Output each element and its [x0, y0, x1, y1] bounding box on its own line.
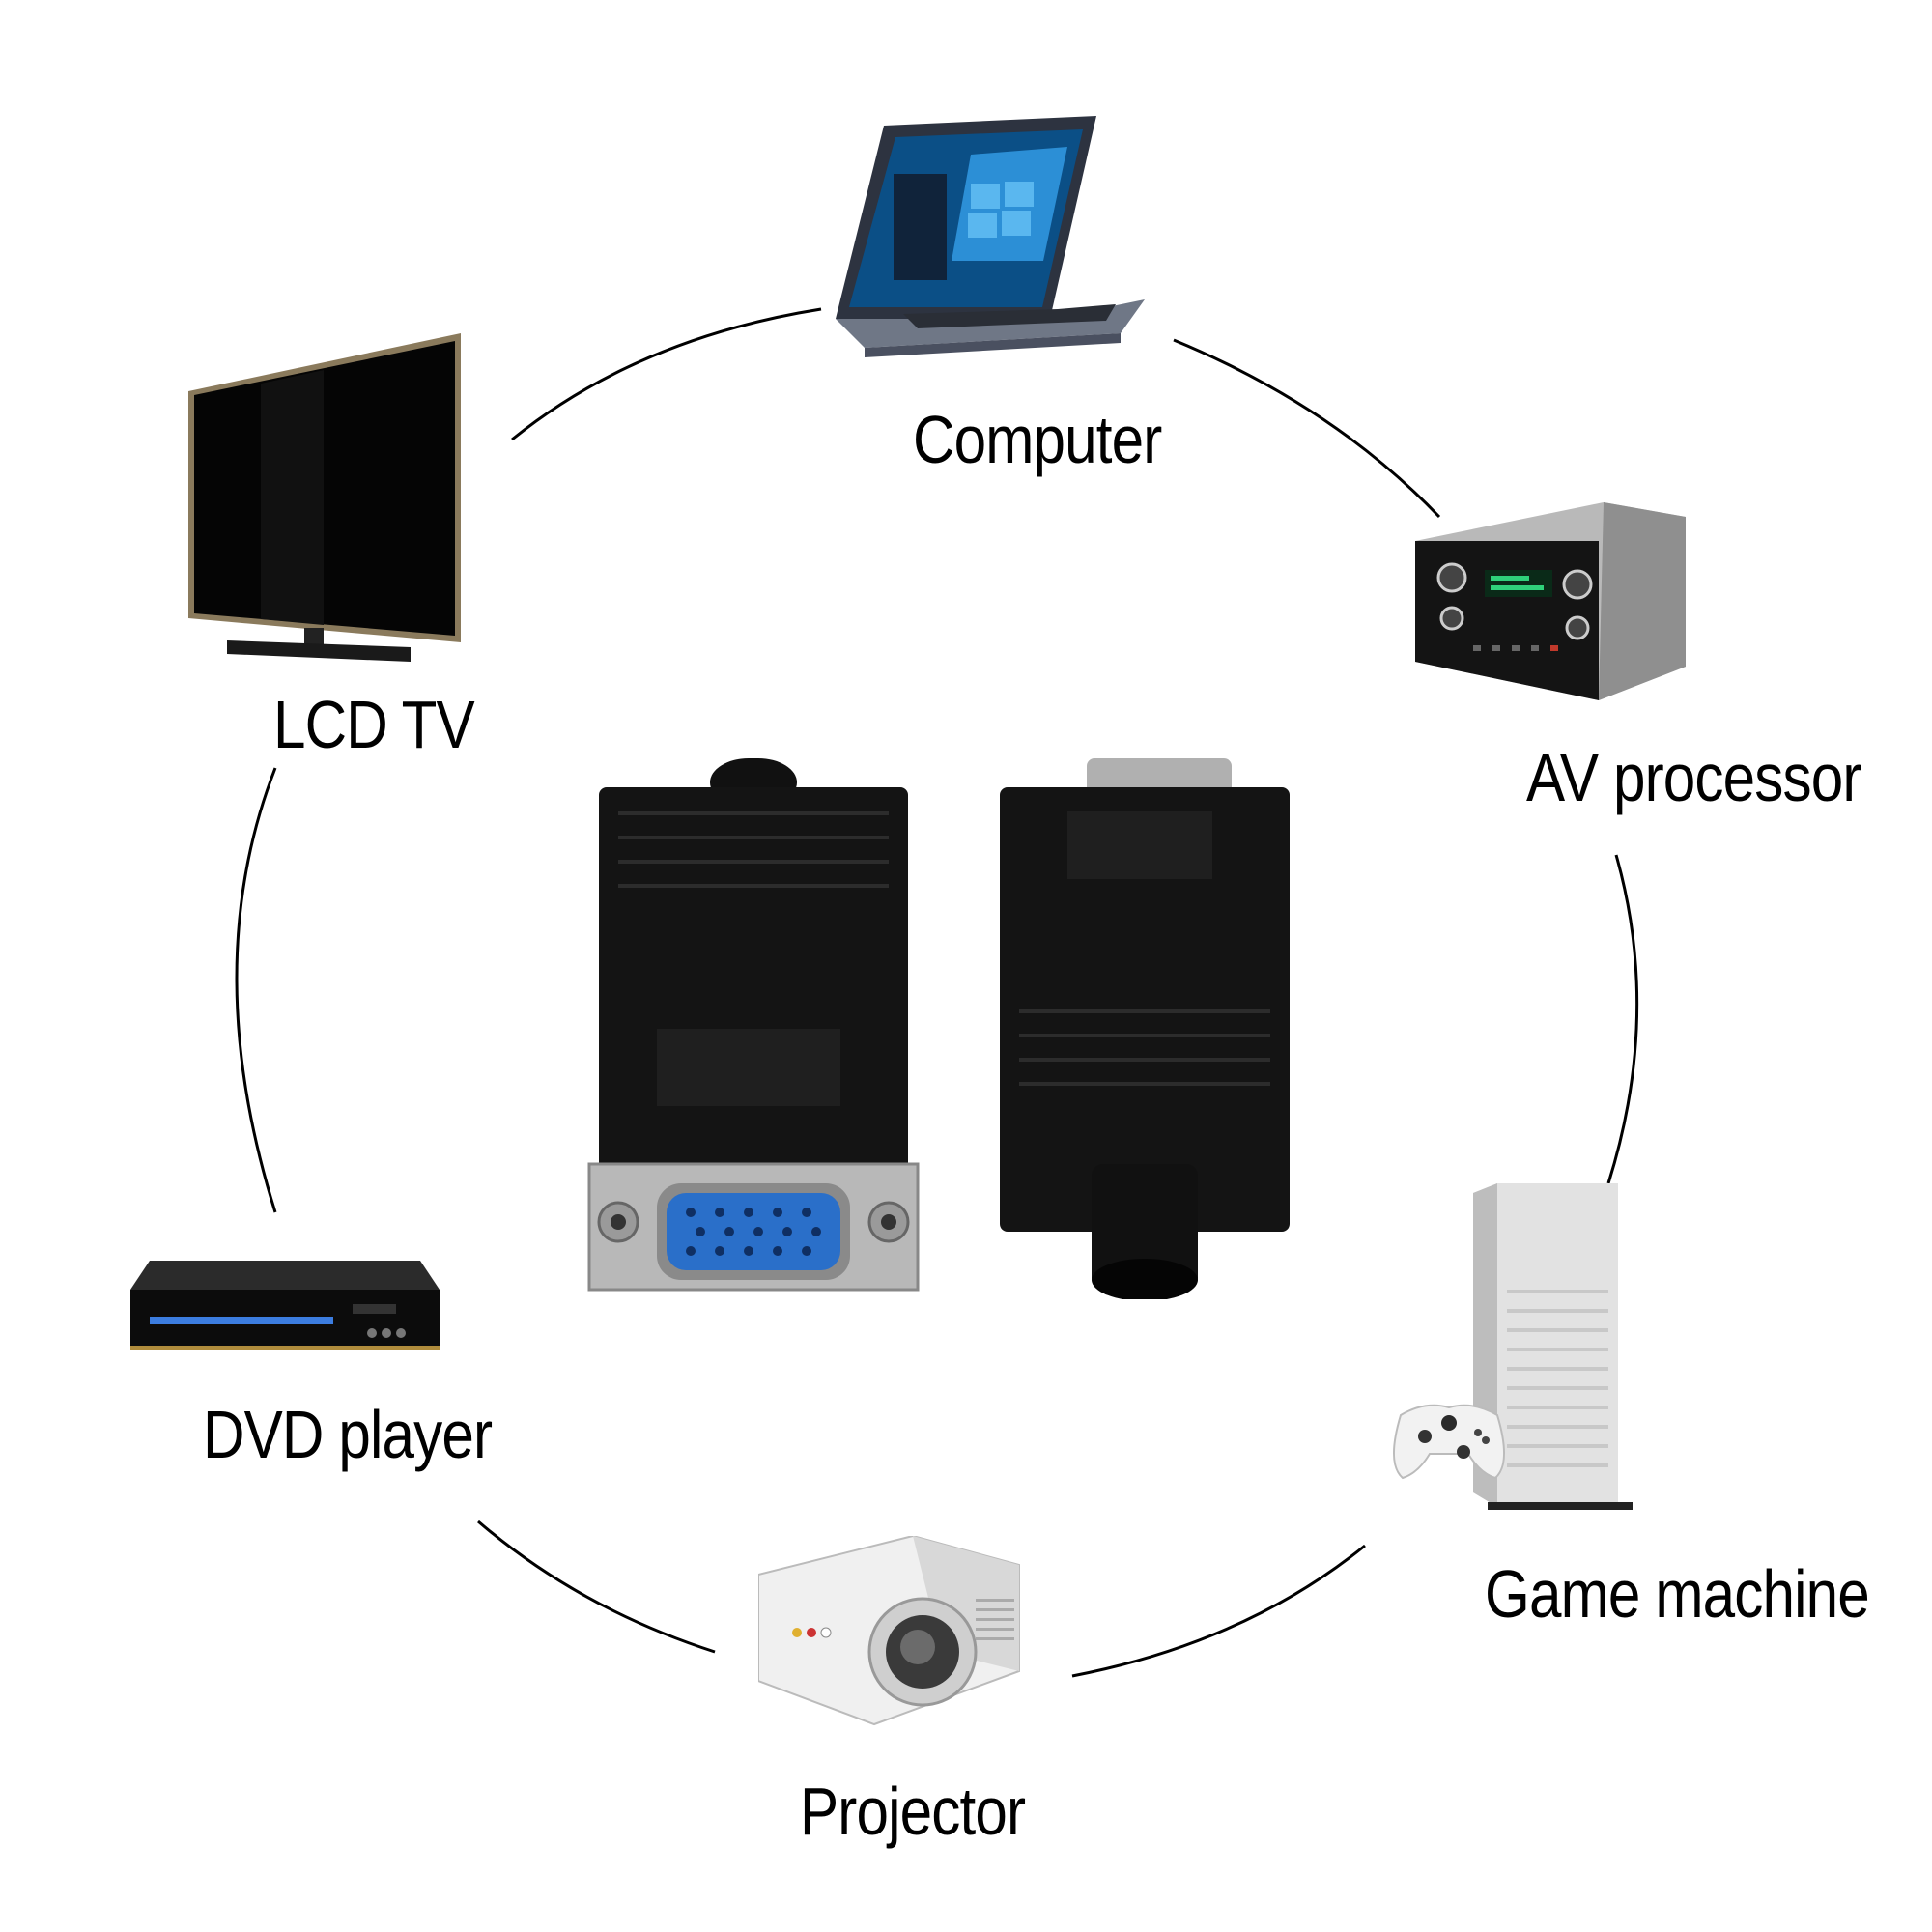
ring-arc-bottom-right [1071, 1544, 1366, 1678]
vga-adapter-back [1000, 758, 1290, 1299]
game-console-icon [1381, 1183, 1633, 1517]
lcd-tv-label: LCD TV [273, 687, 475, 762]
av-processor-label: AV processor [1526, 740, 1861, 815]
ring-arc-left [235, 767, 277, 1213]
ring-arc-top-left [511, 307, 822, 441]
projector-icon [758, 1536, 1029, 1729]
vga-adapter-front [587, 758, 920, 1292]
dvd-player-icon [130, 1261, 440, 1352]
laptop-icon [826, 116, 1145, 377]
tv-icon [188, 333, 469, 667]
av-receiver-icon [1415, 502, 1686, 700]
dvd-player-label: DVD player [203, 1397, 493, 1472]
game-machine-label: Game machine [1485, 1556, 1870, 1632]
vga-adapter-icon [565, 758, 1309, 1299]
ring-arc-right [1606, 854, 1639, 1184]
computer-label: Computer [913, 402, 1162, 477]
ring-arc-top-right [1173, 338, 1441, 519]
ring-arc-bottom-left [477, 1520, 716, 1654]
projector-label: Projector [800, 1774, 1026, 1849]
